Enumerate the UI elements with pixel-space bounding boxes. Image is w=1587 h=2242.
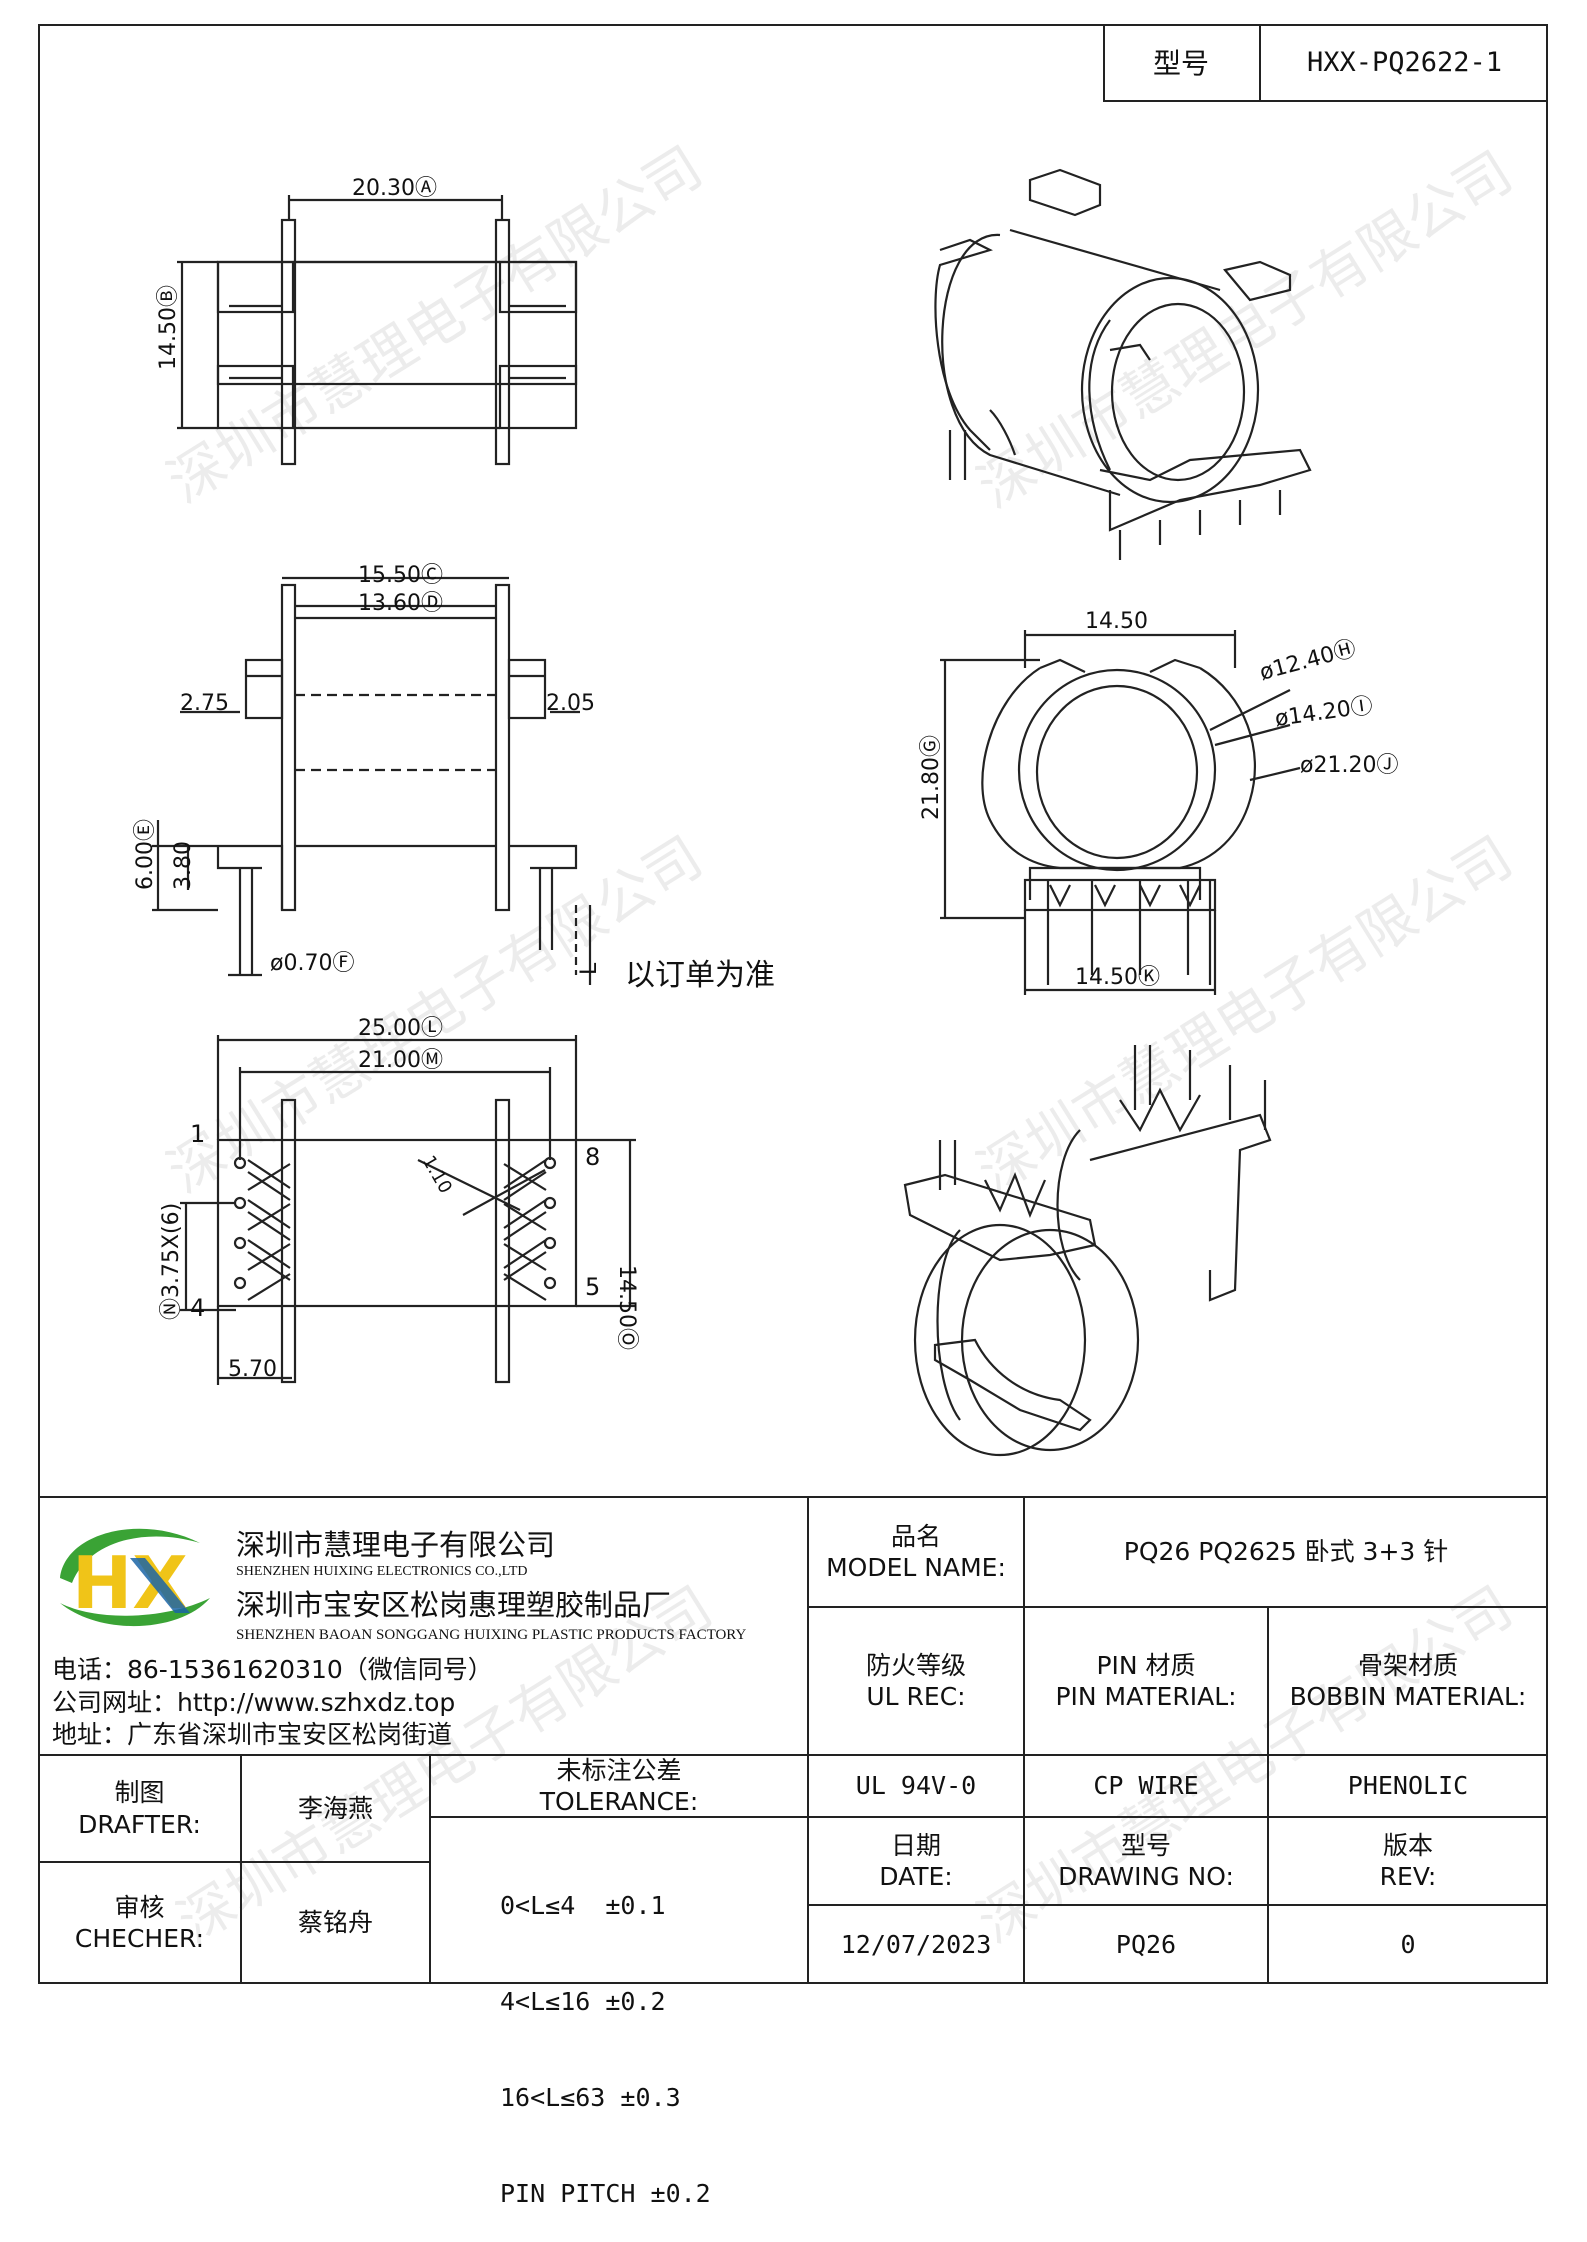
company-name-en: SHENZHEN HUIXING ELECTRONICS CO.,LTD [236, 1564, 528, 1579]
dim-13-60: 13.60Ⓓ [358, 591, 443, 616]
iso-view-bottom [903, 1045, 1272, 1457]
dim-pin-pitch: Ⓝ3.75X(6) [159, 1203, 184, 1320]
company-website: 公司网址：http://www.szhxdz.top [52, 1688, 456, 1717]
end-view [940, 630, 1301, 995]
pin-number-4: 4 [190, 1294, 205, 1322]
pin-number-1: 1 [190, 1120, 205, 1148]
pin-material-label: PIN 材质 PIN MATERIAL: [1055, 1650, 1237, 1711]
model-name-value: PQ26 PQ2625 卧式 3+3 针 [1123, 1537, 1449, 1567]
iso-view-top [934, 168, 1312, 560]
checker-label: 审核 CHECHER: [74, 1892, 205, 1953]
company-phone: 电话：86-15361620310（微信同号） [52, 1655, 493, 1684]
dim-5-70: 5.70 [228, 1357, 277, 1382]
rev-label: 版本 REV: [1379, 1830, 1437, 1891]
drawing-no-label: 型号 DRAWING NO: [1058, 1830, 1234, 1891]
dim-14-50-o: 14.50Ⓞ [614, 1265, 639, 1350]
pin-material-value: CP WIRE [1093, 1771, 1199, 1801]
tolerance-row: PIN PITCH ±0.2 [500, 2179, 711, 2208]
drawing-no-value: PQ26 [1115, 1929, 1177, 1959]
technical-drawing: 20.30Ⓐ 14.50Ⓑ 15.50Ⓒ 13.60Ⓓ 2.75 2.05 6.… [133, 168, 1398, 1457]
drafter-value: 李海燕 [297, 1793, 373, 1823]
tolerance-row: 4<L≤16 ±0.2 [500, 1987, 666, 2016]
dim-21-80: 21.80Ⓖ [919, 735, 944, 820]
pin-length-note: 以订单为准 [625, 958, 775, 993]
model-header-value: HXX-PQ2622-1 [1306, 47, 1503, 79]
date-value: 12/07/2023 [840, 1929, 992, 1959]
top-view [177, 195, 578, 466]
tolerance-label: 未标注公差 TOLERANCE: [539, 1755, 699, 1816]
ul-rec-label: 防火等级 UL REC: [865, 1650, 966, 1711]
dim-pin-length: L [577, 962, 602, 975]
bobbin-material-value: PHENOLIC [1347, 1771, 1469, 1801]
tolerance-row: 0<L≤4 ±0.1 [500, 1891, 666, 1920]
bobbin-material-label: 骨架材质 BOBBIN MATERIAL: [1289, 1650, 1527, 1711]
tolerance-values: 0<L≤4 ±0.1 4<L≤16 ±0.2 16<L≤63 ±0.3 PIN … [500, 1826, 711, 2242]
drafter-label: 制图 DRAFTER: [78, 1778, 201, 1839]
factory-name-en: SHENZHEN BAOAN SONGGANG HUIXING PLASTIC … [236, 1627, 747, 1643]
company-logo: HX [60, 1528, 210, 1627]
dim-3-80: 3.80 [171, 841, 196, 890]
dim-pin-dia: ø0.70Ⓕ [270, 951, 354, 976]
ul-value: UL 94V-0 [855, 1771, 977, 1801]
side-view [152, 576, 592, 985]
bottom-view [180, 1035, 636, 1385]
dim-21-00: 21.00Ⓜ [358, 1048, 443, 1073]
pin-number-8: 8 [585, 1143, 600, 1171]
rev-value: 0 [1400, 1929, 1416, 1959]
factory-name-cn: 深圳市宝安区松岗惠理塑胶制品厂 [236, 1588, 672, 1622]
dim-14-50-b: 14.50Ⓑ [156, 285, 181, 370]
logo-text: HX [72, 1541, 188, 1625]
title-block-grid [38, 1496, 1548, 1984]
dim-14-50-top: 14.50 [1085, 609, 1148, 634]
dim-6-00: 6.00Ⓔ [133, 819, 158, 890]
drawing-frame [38, 24, 1548, 1984]
pin-number-5: 5 [585, 1273, 600, 1301]
model-header-box [1103, 24, 1548, 102]
model-header-label: 型号 [1103, 24, 1261, 102]
tolerance-row: 16<L≤63 ±0.3 [500, 2083, 681, 2112]
model-name-label: 品名 MODEL NAME: [826, 1521, 1006, 1582]
checker-value: 蔡铭舟 [297, 1908, 373, 1938]
dim-2-75: 2.75 [180, 691, 229, 716]
dim-14-50-k: 14.50Ⓚ [1075, 965, 1160, 990]
company-name-cn: 深圳市慧理电子有限公司 [236, 1528, 556, 1562]
date-label: 日期 DATE: [879, 1830, 953, 1891]
dim-2-05: 2.05 [546, 691, 595, 716]
dim-15-50: 15.50Ⓒ [358, 563, 443, 588]
dim-20-30: 20.30Ⓐ [352, 176, 437, 201]
company-address: 地址：广东省深圳市宝安区松岗街道 [52, 1720, 453, 1749]
dim-25-00: 25.00Ⓛ [358, 1016, 443, 1041]
dim-dia-21-20: ø21.20Ⓙ [1300, 753, 1398, 778]
